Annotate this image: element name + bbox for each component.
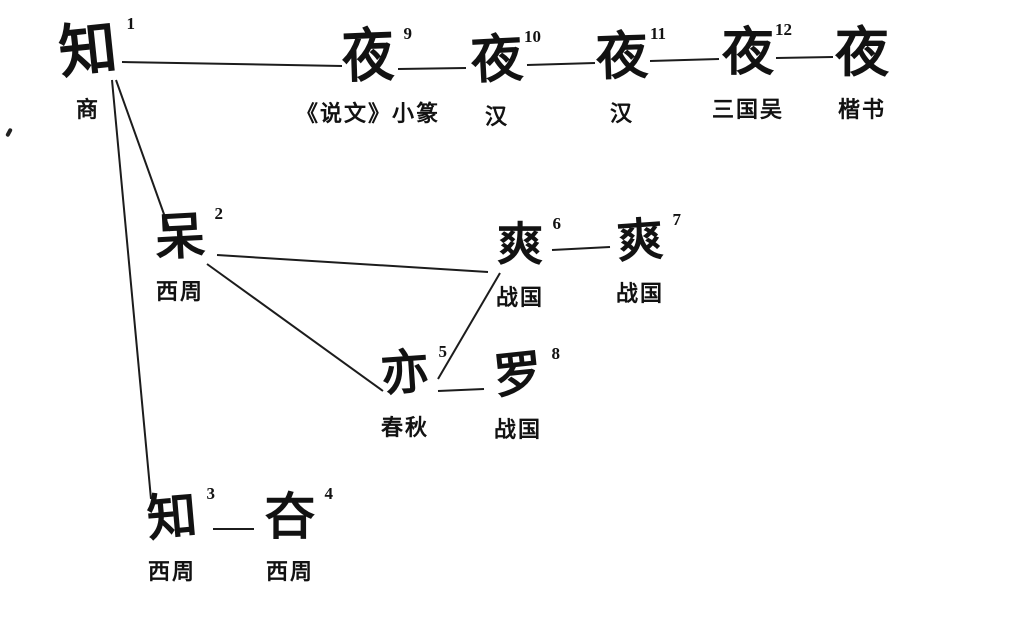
ancient-glyph-2: 呆 bbox=[153, 207, 207, 267]
char-node-1: 知 1 商 bbox=[55, 14, 135, 124]
ancient-glyph-10: 夜 bbox=[469, 30, 525, 91]
period-label-2: 西周 bbox=[155, 279, 204, 304]
node-number-8: 8 bbox=[551, 344, 561, 363]
period-label-6: 战国 bbox=[495, 285, 545, 310]
glyph-wrap: 呆 2 bbox=[153, 204, 223, 267]
connector-line-11-12 bbox=[649, 58, 720, 62]
connector-line-2-5 bbox=[206, 263, 384, 392]
char-node-7: 爽 7 战国 bbox=[615, 210, 681, 308]
glyph-wrap: 亦 5 bbox=[379, 342, 447, 402]
connector-line-2-6 bbox=[216, 254, 489, 273]
char-node-4: 夻 4 西周 bbox=[265, 484, 333, 586]
char-node-2: 呆 2 西周 bbox=[153, 204, 223, 306]
connector-line-1-2 bbox=[115, 79, 171, 232]
connector-line-1-9 bbox=[121, 61, 343, 67]
node-number-11: 11 bbox=[649, 24, 667, 43]
ancient-glyph-6: 爽 bbox=[496, 219, 543, 270]
glyph-wrap: 爽 7 bbox=[615, 210, 681, 268]
char-node-13: 夜 楷书 bbox=[835, 26, 889, 124]
connector-line-6-7 bbox=[551, 246, 611, 251]
node-number-6: 6 bbox=[552, 214, 561, 233]
node-number-4: 4 bbox=[324, 484, 334, 503]
period-label-1: 商 bbox=[75, 97, 101, 122]
node-number-12: 12 bbox=[775, 20, 793, 39]
node-number-1: 1 bbox=[126, 14, 136, 33]
period-label-3: 西周 bbox=[147, 559, 196, 584]
period-label-7: 战国 bbox=[615, 281, 665, 306]
ancient-glyph-9: 夜 bbox=[340, 24, 395, 91]
glyph-wrap: 夜 12 bbox=[721, 20, 792, 82]
char-node-3: 知 3 西周 bbox=[144, 484, 215, 586]
char-node-5: 亦 5 春秋 bbox=[379, 342, 447, 442]
ancient-glyph-11: 夜 bbox=[594, 28, 649, 87]
connector-line-9-10 bbox=[397, 67, 467, 70]
period-label-11: 汉 bbox=[609, 101, 635, 126]
node-number-10: 10 bbox=[524, 27, 542, 46]
char-node-9: 夜 9 《说文》小篆 bbox=[295, 24, 441, 128]
glyph-wrap: 夜 bbox=[835, 26, 889, 80]
connector-line-10-11 bbox=[526, 62, 596, 66]
glyph-wrap: 夜 9 bbox=[341, 24, 412, 90]
glyph-wrap: 罗 8 bbox=[491, 344, 560, 405]
node-number-5: 5 bbox=[438, 342, 448, 361]
period-label-10: 汉 bbox=[484, 104, 510, 129]
period-label-4: 西周 bbox=[265, 559, 314, 584]
ancient-glyph-7: 爽 bbox=[615, 213, 665, 268]
char-node-12: 夜 12 三国吴 bbox=[711, 20, 792, 124]
ancient-glyph-3: 知 bbox=[144, 486, 200, 548]
glyph-wrap: 夻 4 bbox=[265, 484, 333, 545]
glyph-wrap: 夜 11 bbox=[594, 24, 666, 87]
ancient-glyph-5: 亦 bbox=[379, 345, 431, 402]
period-label-9: 《说文》小篆 bbox=[295, 101, 441, 126]
char-node-6: 爽 6 战国 bbox=[495, 214, 561, 312]
node-number-3: 3 bbox=[206, 484, 216, 503]
period-label-12: 三国吴 bbox=[711, 97, 785, 122]
char-node-10: 夜 10 汉 bbox=[469, 27, 541, 131]
glyph-wrap: 爽 6 bbox=[496, 214, 561, 270]
node-number-9: 9 bbox=[403, 24, 413, 43]
connector-line-5-6 bbox=[437, 272, 501, 380]
period-label-5: 春秋 bbox=[380, 415, 430, 440]
connector-line-1-3 bbox=[111, 79, 152, 500]
node-number-7: 7 bbox=[672, 210, 681, 229]
ancient-glyph-8: 罗 bbox=[491, 346, 545, 405]
node-number-2: 2 bbox=[214, 204, 224, 223]
ancient-glyph-4: 夻 bbox=[265, 489, 315, 545]
period-label-8: 战国 bbox=[493, 417, 543, 442]
char-node-11: 夜 11 汉 bbox=[594, 24, 666, 128]
glyph-wrap: 知 1 bbox=[55, 14, 135, 86]
char-node-8: 罗 8 战国 bbox=[491, 344, 560, 444]
period-label-13: 楷书 bbox=[837, 97, 886, 122]
glyph-wrap: 夜 10 bbox=[469, 27, 541, 91]
modern-glyph: 夜 bbox=[835, 23, 889, 83]
ancient-glyph-1: 知 bbox=[55, 15, 121, 86]
connector-line-5-8 bbox=[437, 388, 485, 392]
connector-line-12-13 bbox=[775, 56, 834, 59]
ancient-glyph-12: 夜 bbox=[721, 25, 775, 82]
glyph-wrap: 知 3 bbox=[144, 484, 215, 548]
